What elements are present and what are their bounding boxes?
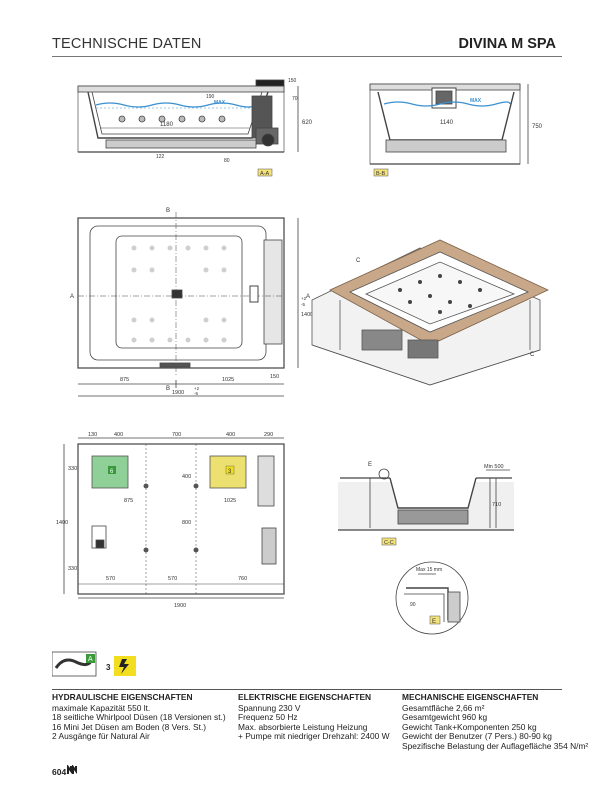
inst-inner-1: 1025 [224,498,236,504]
aa-tag: A-A [260,171,270,177]
inst-inner-2: 570 [106,576,115,582]
electrical-title: ELEKTRISCHE EIGENSCHAFTEN [238,692,372,702]
cc-dim-min: Min 500 [484,464,504,470]
section-aa-view [77,79,299,153]
aa-dim-water: 190 [206,94,215,100]
hydraulic-title: HYDRAULISCHE EIGENSCHAFTEN [52,692,193,702]
plan-dim-length: 1900 [172,390,184,396]
section-title: TECHNISCHE DATEN [52,36,202,52]
plan-w-tol-minus: -5 [301,302,305,307]
hydraulic-line: maximale Kapazität 550 lt. [52,702,151,713]
brand-logo-icon [67,765,77,774]
hydraulic-specs: HYDRAULISCHE EIGENSCHAFTEN maximale Kapa… [52,692,226,742]
inst-side-3: 800 [182,520,191,526]
inst-top-3: 400 [226,432,235,438]
mechanical-title: MECHANISCHE EIGENSCHAFTEN [402,692,539,702]
isometric-jets [398,274,482,314]
inst-inner-3: 570 [168,576,177,582]
mechanical-line: Gewicht Tank+Komponenten 250 kg [402,721,537,732]
feature-icons: A 3 [52,651,136,677]
badge-a: A [88,656,93,663]
mechanical-line: Gesamtfläche 2,66 m² [402,702,485,713]
section-bb-view [369,83,529,165]
inst-top-4: 290 [264,432,273,438]
plan-marker-a-right: A [306,294,310,300]
plan-view [77,212,299,397]
inst-side-1: 330 [68,466,77,472]
plan-marker-b-top: B [166,208,170,214]
electrical-specs: ELEKTRISCHE EIGENSCHAFTEN Spannung 230 V… [238,692,390,742]
cc-marker-e: E [368,462,372,468]
inst-inner-5: 1900 [174,603,186,609]
plan-dim-width: 1400 [301,312,313,318]
electrical-line: Spannung 230 V [238,702,301,713]
mechanical-line: Gewicht der Benutzer (7 Pers.) 80-90 kg [402,731,552,741]
header-divider [52,56,562,57]
hydraulic-line: 16 Mini Jet Düsen am Boden (8 Vers. St.) [52,721,207,732]
detail-dim-max: Max 15 mm [416,567,442,573]
isometric-view [311,239,549,386]
inst-green-label: 6 [110,469,114,475]
aa-dim-leg: 122 [156,154,165,160]
product-name: DIVINA M SPA [458,36,556,52]
plan-w-tol-plus: +2 [301,296,307,301]
install-points [143,483,199,553]
inst-side-0: 1400 [56,520,68,526]
inst-top-2: 700 [172,432,181,438]
cc-dim-height: 710 [492,502,501,508]
specs-divider [52,689,562,690]
installation-plan [63,437,285,599]
inst-inner-4: 760 [238,576,247,582]
mechanical-specs: MECHANISCHE EIGENSCHAFTEN Gesamtfläche 2… [402,692,589,751]
electrical-line: Frequenz 50 Hz [238,712,298,722]
hydraulic-line: 2 Ausgänge für Natural Air [52,731,150,741]
inst-inner-0: 875 [124,498,133,504]
plan-marker-a-left: A [70,294,74,300]
page-number: 604 [52,767,67,777]
electrical-line: Max. absorbierte Leistung Heizung [238,721,368,732]
plan-dim-left: 875 [120,377,129,383]
plan-jets [131,245,227,343]
iso-marker-c-left: C [356,258,361,264]
cc-tag: C-C [384,540,394,546]
inst-top-1: 400 [114,432,123,438]
aa-dim-foot: 80 [224,158,230,164]
inst-side-4: 330 [68,566,77,572]
section-cc-view [338,468,514,531]
plan-dim-panel: 150 [270,374,279,380]
plan-tol-plus: +2 [194,386,200,391]
bb-dim-width: 1140 [440,120,454,126]
bb-tag: B-B [376,171,386,177]
plan-dim-right: 1025 [222,377,234,383]
aa-dim-height: 620 [302,120,313,126]
aa-dim-width: 1180 [160,122,174,128]
aa-max-label: MAX [214,100,226,106]
detail-dim-90: 90 [410,602,416,608]
mechanical-line: Spezifische Belastung der Auflagefläche … [402,740,589,751]
inst-yellow-label: 3 [228,469,232,475]
plan-marker-b-bottom: B [166,386,170,392]
bb-max-label: MAX [470,98,482,104]
electrical-line: + Pumpe mit niedriger Drehzahl: 2400 W [238,731,390,741]
aa-dim-top: 150 [288,78,297,84]
iso-marker-c-right: C [530,352,535,358]
inst-top-0: 130 [88,432,97,438]
aa-dim-rim: 70 [292,96,298,102]
inst-side-2: 400 [182,474,191,480]
plan-tol-minus: -5 [194,391,198,396]
detail-e-view [395,561,469,635]
hydraulic-line: 18 seitliche Whirlpool Düsen (18 Version… [52,712,226,722]
icon-number-3: 3 [106,663,111,672]
detail-tag: E [432,619,436,625]
bb-dim-height: 750 [532,124,543,130]
mechanical-line: Gesamtgewicht 960 kg [402,712,488,722]
